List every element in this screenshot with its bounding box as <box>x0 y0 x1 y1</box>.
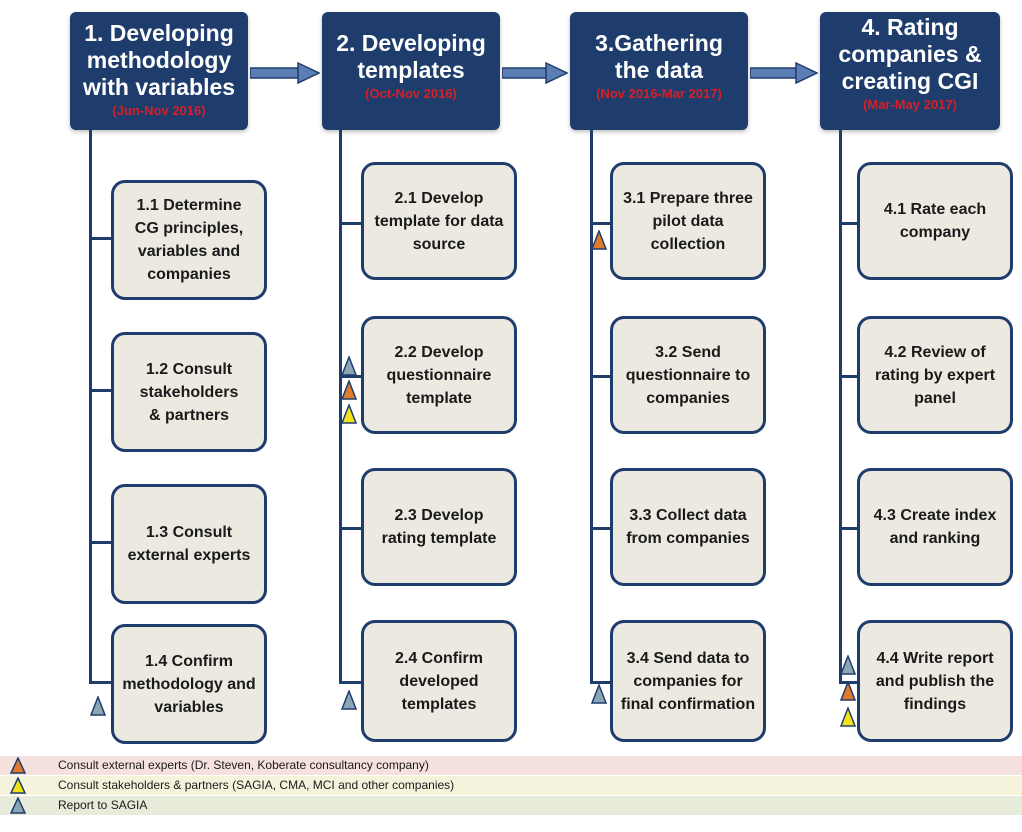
task-2-4: 2.4 Confirm developed templates <box>361 620 517 742</box>
task-3-3: 3.3 Collect data from companies <box>610 468 766 586</box>
arrow-right-icon <box>250 62 320 84</box>
legend-label: Report to SAGIA <box>58 798 148 812</box>
legend-row-external-experts: Consult external experts (Dr. Steven, Ko… <box>0 756 1022 775</box>
branch-line <box>839 222 861 225</box>
phase-date: (Mar-May 2017) <box>863 97 957 112</box>
legend-row-stakeholders: Consult stakeholders & partners (SAGIA, … <box>0 776 1022 795</box>
branch-line <box>839 681 861 684</box>
report-triangle-icon <box>591 684 607 704</box>
connector-line <box>89 130 92 684</box>
report-triangle-icon <box>840 655 856 675</box>
legend-label: Consult external experts (Dr. Steven, Ko… <box>58 758 429 772</box>
phase-date: (Jun-Nov 2016) <box>112 103 206 118</box>
connector-line <box>839 130 842 684</box>
phase-title: 3.Gathering the data <box>595 30 723 83</box>
task-3-2: 3.2 Send questionnaire to companies <box>610 316 766 434</box>
task-3-4: 3.4 Send data to companies for final con… <box>610 620 766 742</box>
connector-line <box>590 130 593 684</box>
branch-line <box>339 222 361 225</box>
report-triangle-icon <box>341 690 357 710</box>
external-experts-triangle-icon <box>840 681 856 701</box>
task-1-4: 1.4 Confirm methodology and variables <box>111 624 267 744</box>
branch-line <box>339 681 361 684</box>
branch-line <box>89 389 111 392</box>
task-2-1: 2.1 Develop template for data source <box>361 162 517 280</box>
stakeholders-triangle-icon <box>10 777 26 794</box>
task-4-1: 4.1 Rate each company <box>857 162 1013 280</box>
task-1-1: 1.1 Determine CG principles, variables a… <box>111 180 267 300</box>
phase-4-header: 4. Rating companies & creating CGI (Mar-… <box>820 12 1000 130</box>
task-4-3: 4.3 Create index and ranking <box>857 468 1013 586</box>
branch-line <box>89 237 111 240</box>
task-1-2: 1.2 Consult stakeholders & partners <box>111 332 267 452</box>
branch-line <box>839 527 861 530</box>
phase-3-header: 3.Gathering the data (Nov 2016-Mar 2017) <box>570 12 748 130</box>
phase-2-header: 2. Developing templates (Oct-Nov 2016) <box>322 12 500 130</box>
branch-line <box>89 541 111 544</box>
branch-line <box>590 527 612 530</box>
phase-date: (Oct-Nov 2016) <box>365 86 457 101</box>
branch-line <box>590 375 612 378</box>
phase-title: 2. Developing templates <box>336 30 486 83</box>
phase-date: (Nov 2016-Mar 2017) <box>596 86 722 101</box>
report-triangle-icon <box>341 356 357 376</box>
connector-line <box>339 130 342 684</box>
external-experts-triangle-icon <box>10 757 26 774</box>
phase-title: 1. Developing methodology with variables <box>82 20 236 100</box>
arrow-right-icon <box>750 62 818 84</box>
external-experts-triangle-icon <box>341 380 357 400</box>
legend-label: Consult stakeholders & partners (SAGIA, … <box>58 778 455 792</box>
external-experts-triangle-icon <box>591 230 607 250</box>
branch-line <box>590 681 612 684</box>
task-4-4: 4.4 Write report and publish the finding… <box>857 620 1013 742</box>
arrow-right-icon <box>502 62 568 84</box>
task-2-2: 2.2 Develop questionnaire template <box>361 316 517 434</box>
branch-line <box>339 375 361 378</box>
phase-title: 4. Rating companies & creating CGI <box>838 14 982 94</box>
stakeholders-triangle-icon <box>341 404 357 424</box>
task-3-1: 3.1 Prepare three pilot data collection <box>610 162 766 280</box>
report-triangle-icon <box>10 797 26 814</box>
legend-row-report: Report to SAGIA <box>0 796 1022 815</box>
task-4-2: 4.2 Review of rating by expert panel <box>857 316 1013 434</box>
stakeholders-triangle-icon <box>840 707 856 727</box>
branch-line <box>839 375 861 378</box>
report-triangle-icon <box>90 696 106 716</box>
task-2-3: 2.3 Develop rating template <box>361 468 517 586</box>
phase-1-header: 1. Developing methodology with variables… <box>70 12 248 130</box>
branch-line <box>339 527 361 530</box>
task-1-3: 1.3 Consult external experts <box>111 484 267 604</box>
branch-line <box>590 222 612 225</box>
branch-line <box>89 681 111 684</box>
